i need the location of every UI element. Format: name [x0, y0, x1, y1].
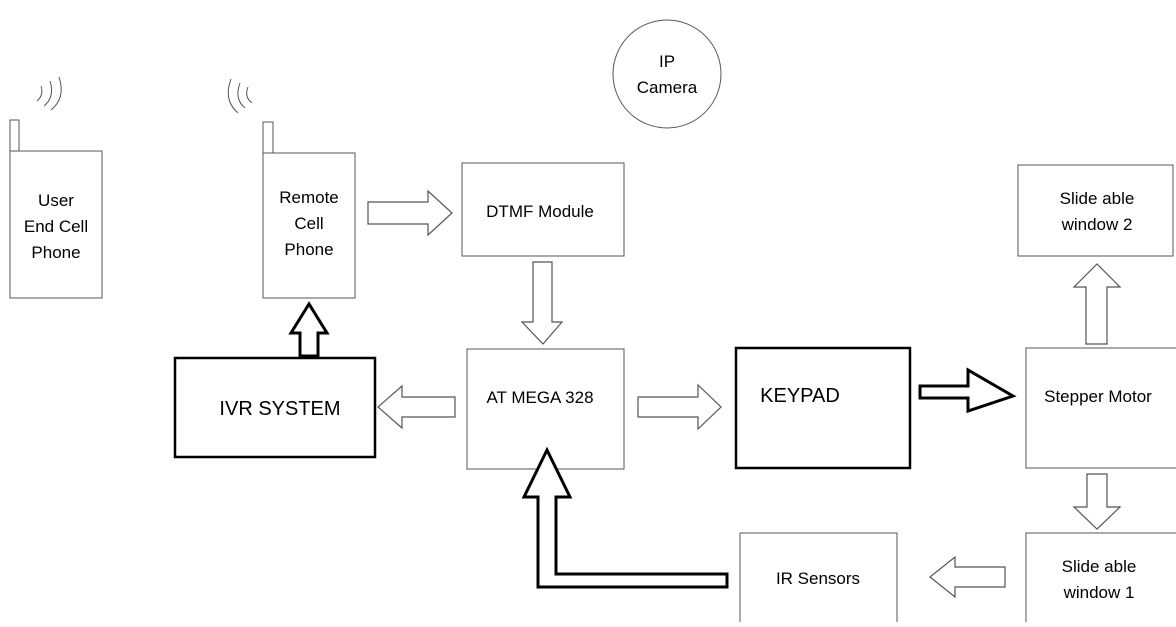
arrow-up-bold-icon	[288, 301, 330, 358]
signal-wave-icon	[237, 82, 246, 109]
window-1-box	[1025, 532, 1176, 627]
label-line: Phone	[284, 240, 333, 259]
label-line: IVR SYSTEM	[219, 398, 340, 420]
keypad-label: KEYPAD	[760, 385, 840, 407]
label-line: User	[38, 191, 74, 210]
ivr-system: IVR SYSTEM	[173, 356, 377, 459]
label-line: IR Sensors	[776, 569, 860, 588]
at-mega-label: AT MEGA 328	[486, 388, 593, 407]
ivr-system-box	[173, 356, 377, 459]
arrow-right-bold-icon	[918, 367, 1017, 414]
label-line: KEYPAD	[760, 385, 840, 407]
label-line: Slide able	[1062, 557, 1137, 576]
dtmf-module-box	[461, 162, 625, 257]
slide-able-window-2: Slide able window 2	[1017, 164, 1174, 257]
label-line: Phone	[31, 243, 80, 262]
dtmf-module-label: DTMF Module	[486, 202, 594, 221]
remote-phone-antenna	[262, 121, 274, 155]
keypad-box	[734, 346, 912, 470]
signal-wave-icon	[36, 85, 43, 102]
arrow-left-icon	[377, 384, 456, 430]
label-line: window 1	[1063, 583, 1135, 602]
ip-camera-circle	[612, 19, 722, 129]
label-line: Remote	[279, 188, 339, 207]
signal-wave-icon	[227, 78, 239, 114]
ip-camera-label: IP Camera	[637, 52, 698, 97]
arrow-down-icon	[520, 261, 564, 345]
stepper-motor-label: Stepper Motor	[1044, 387, 1152, 406]
label-line: DTMF Module	[486, 202, 594, 221]
ir-sensors: IR Sensors	[739, 532, 898, 627]
user-phone-body	[9, 150, 103, 299]
ip-camera: IP Camera	[612, 19, 722, 129]
signal-wave-icon	[50, 76, 62, 111]
slide-able-window-1: Slide able window 1	[1025, 532, 1176, 627]
label-line: Cell	[294, 214, 323, 233]
arrow-right-icon	[367, 189, 453, 237]
arrow-up-icon	[1072, 263, 1122, 345]
window-1-label: Slide able window 1	[1062, 557, 1137, 602]
signal-wave-icon	[246, 86, 253, 104]
stepper-motor-box	[1025, 347, 1176, 469]
label-line: Camera	[637, 78, 698, 97]
label-line: Slide able	[1060, 189, 1135, 208]
label-line: AT MEGA 328	[486, 388, 593, 407]
stepper-motor: Stepper Motor	[1025, 347, 1176, 469]
keypad: KEYPAD	[734, 346, 912, 470]
label-line: End Cell	[24, 217, 88, 236]
window-2-label: Slide able window 2	[1060, 189, 1135, 234]
ir-sensors-label: IR Sensors	[776, 569, 860, 588]
user-phone-antenna	[9, 119, 20, 153]
arrow-elbow-up-bold-icon	[521, 446, 729, 589]
ivr-system-label: IVR SYSTEM	[219, 398, 340, 420]
dtmf-module: DTMF Module	[461, 162, 625, 257]
arrow-left-icon	[929, 555, 1006, 599]
signal-wave-icon	[43, 80, 52, 107]
arrow-down-icon	[1072, 473, 1122, 530]
label-line: Stepper Motor	[1044, 387, 1152, 406]
ir-sensors-box	[739, 532, 898, 627]
remote-phone-body	[262, 152, 356, 299]
arrow-right-icon	[637, 383, 722, 431]
label-line: IP	[659, 52, 675, 71]
window-2-box	[1017, 164, 1174, 257]
label-line: window 2	[1061, 215, 1133, 234]
